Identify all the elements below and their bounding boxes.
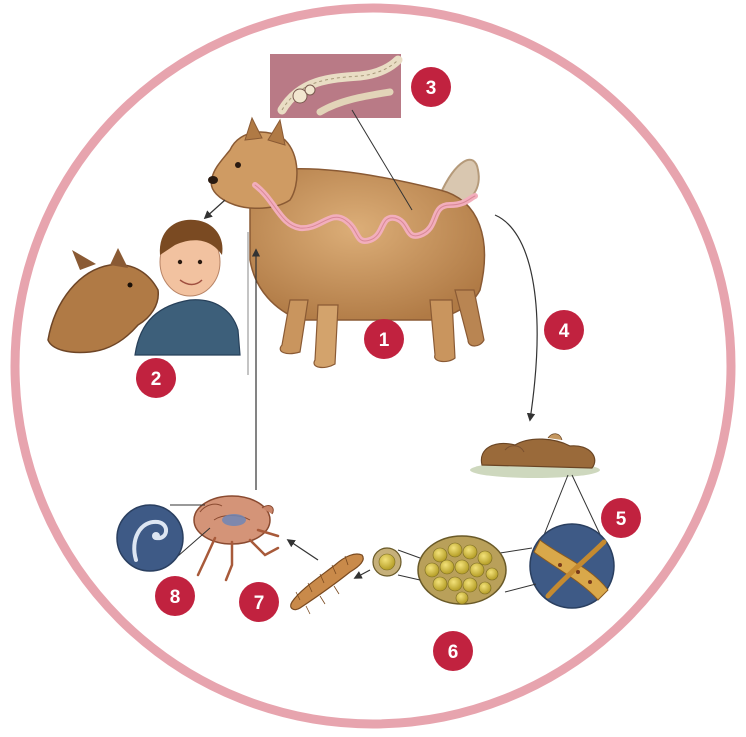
feces-icon xyxy=(470,434,600,478)
arrow-dog-to-feces xyxy=(495,215,537,420)
arrow-larva-to-flea xyxy=(288,540,318,560)
svg-text:7: 7 xyxy=(254,593,265,614)
dog-illustration xyxy=(208,118,484,367)
egg-icon xyxy=(373,548,401,576)
boy-with-dog-illustration xyxy=(48,220,240,355)
svg-text:1: 1 xyxy=(379,330,390,351)
step-badge-1: 1 xyxy=(364,319,404,359)
arrow-egg-to-larva xyxy=(355,570,370,578)
tapeworm-scolex-icon xyxy=(270,54,401,118)
step-badge-7: 7 xyxy=(239,582,279,622)
egg-packet-icon xyxy=(418,536,506,604)
pointer-segment-to-eggs-bottom xyxy=(505,584,536,592)
step-badge-8: 8 xyxy=(155,576,195,616)
pointer-eggs-to-single-top xyxy=(398,550,420,558)
pointer-segment-to-eggs-top xyxy=(500,548,532,553)
svg-text:2: 2 xyxy=(151,369,162,390)
svg-text:6: 6 xyxy=(448,642,459,663)
flea-larva-icon xyxy=(291,554,364,614)
svg-text:4: 4 xyxy=(559,321,570,342)
step-badge-3: 3 xyxy=(411,67,451,107)
proglottid-segment-icon xyxy=(530,524,614,608)
svg-text:8: 8 xyxy=(170,587,181,608)
step-badge-2: 2 xyxy=(136,358,176,398)
step-badge-5: 5 xyxy=(601,498,641,538)
cysticercoid-icon xyxy=(117,505,183,571)
arrow-dog-to-boy xyxy=(205,200,225,218)
pointer-eggs-to-single-bottom xyxy=(398,575,420,580)
svg-text:5: 5 xyxy=(616,509,627,530)
svg-text:3: 3 xyxy=(426,78,437,99)
flea-icon xyxy=(194,496,278,580)
step-badge-6: 6 xyxy=(433,631,473,671)
step-badge-4: 4 xyxy=(544,310,584,350)
